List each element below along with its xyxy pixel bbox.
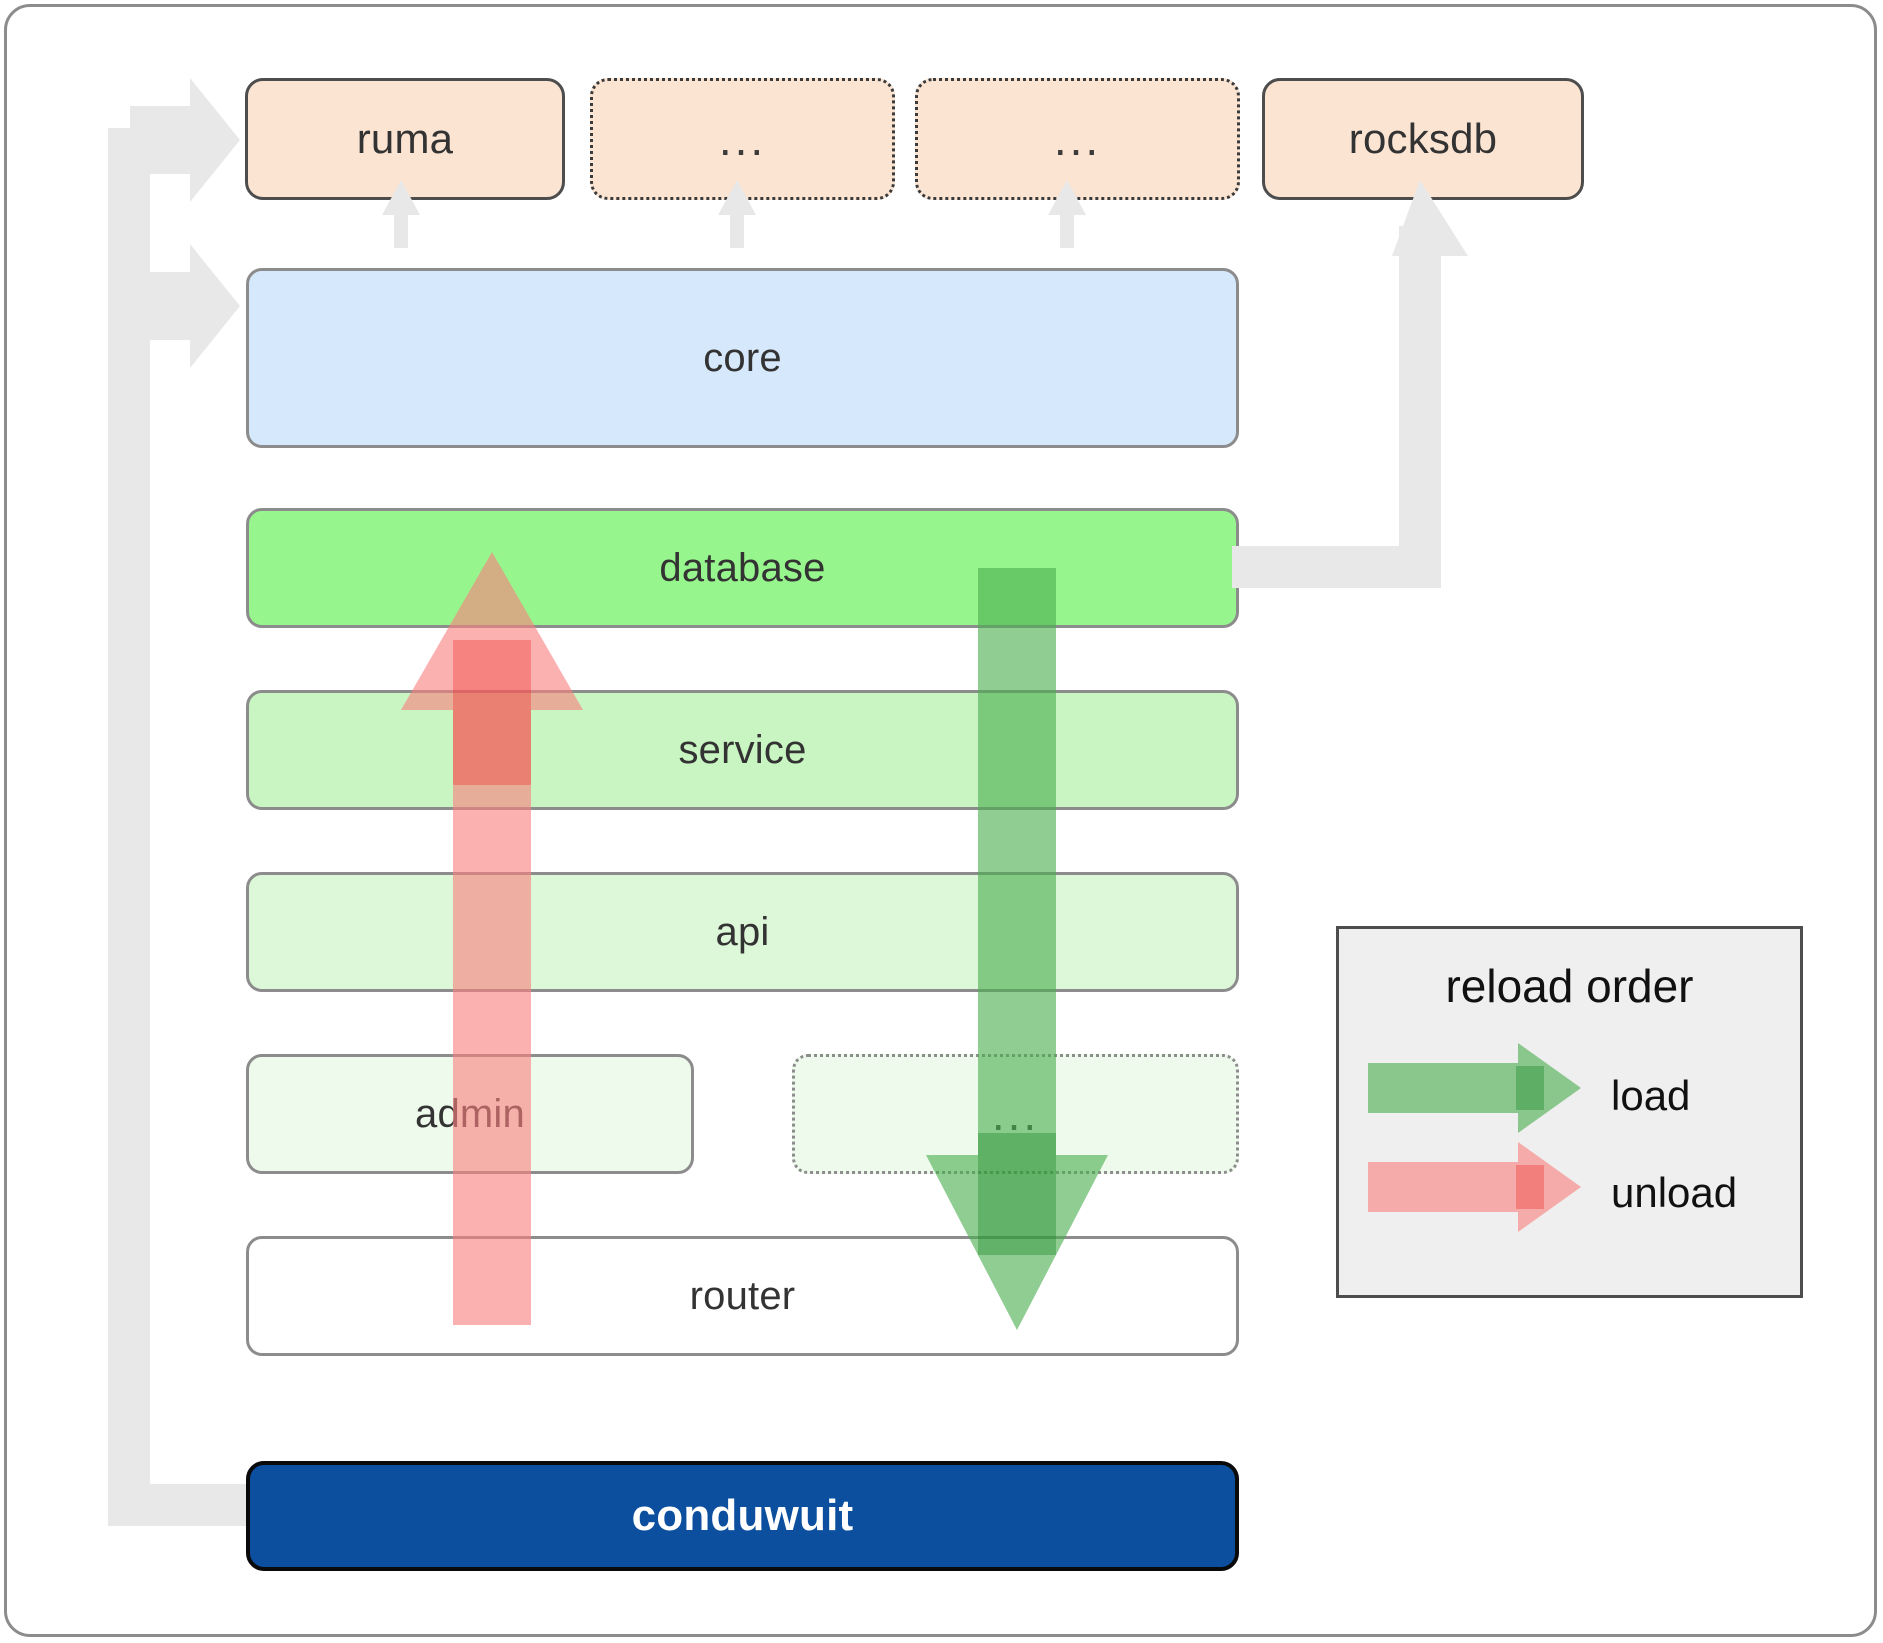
dependency-label-placeholder-1: ... (718, 112, 767, 165)
layer-box-core[interactable]: core (246, 268, 1239, 448)
legend-panel: reload order load unload (1336, 926, 1803, 1298)
dependency-label-rocksdb: rocksdb (1348, 115, 1498, 162)
layer-box-router[interactable]: router (246, 1236, 1239, 1356)
dependency-box-rocksdb[interactable]: rocksdb (1262, 78, 1584, 200)
layer-box-more[interactable]: ... (792, 1054, 1239, 1174)
layer-box-admin[interactable]: admin (246, 1054, 694, 1174)
layer-label-api: api (715, 909, 770, 954)
dependency-label-ruma: ruma (356, 115, 454, 162)
layer-label-admin: admin (415, 1091, 525, 1136)
canvas-frame (4, 4, 1877, 1637)
layer-label-more: ... (991, 1087, 1040, 1140)
legend-title: reload order (1445, 960, 1694, 1012)
legend-arrow-icons (1368, 1043, 1581, 1232)
dependency-box-placeholder-1[interactable]: ... (590, 78, 895, 200)
dependency-label-placeholder-2: ... (1053, 112, 1102, 165)
root-box-conduwuit[interactable]: conduwuit (246, 1461, 1239, 1571)
unload-arrow-icon-core (1516, 1165, 1544, 1209)
layer-box-api[interactable]: api (246, 872, 1239, 992)
unload-arrow-icon (1368, 1142, 1581, 1232)
layer-label-database: database (659, 545, 826, 590)
layer-label-router: router (689, 1273, 796, 1318)
root-label-conduwuit: conduwuit (631, 1491, 854, 1540)
legend-label-unload: unload (1611, 1169, 1738, 1216)
layer-label-core: core (703, 335, 782, 380)
dependency-box-ruma[interactable]: ruma (245, 78, 565, 200)
layer-box-database[interactable]: database (246, 508, 1239, 628)
legend-label-load: load (1611, 1072, 1691, 1119)
layer-label-service: service (678, 727, 807, 772)
load-arrow-icon (1368, 1043, 1581, 1133)
load-arrow-icon-core (1516, 1066, 1544, 1110)
dependency-box-placeholder-2[interactable]: ... (915, 78, 1240, 200)
layer-box-service[interactable]: service (246, 690, 1239, 810)
